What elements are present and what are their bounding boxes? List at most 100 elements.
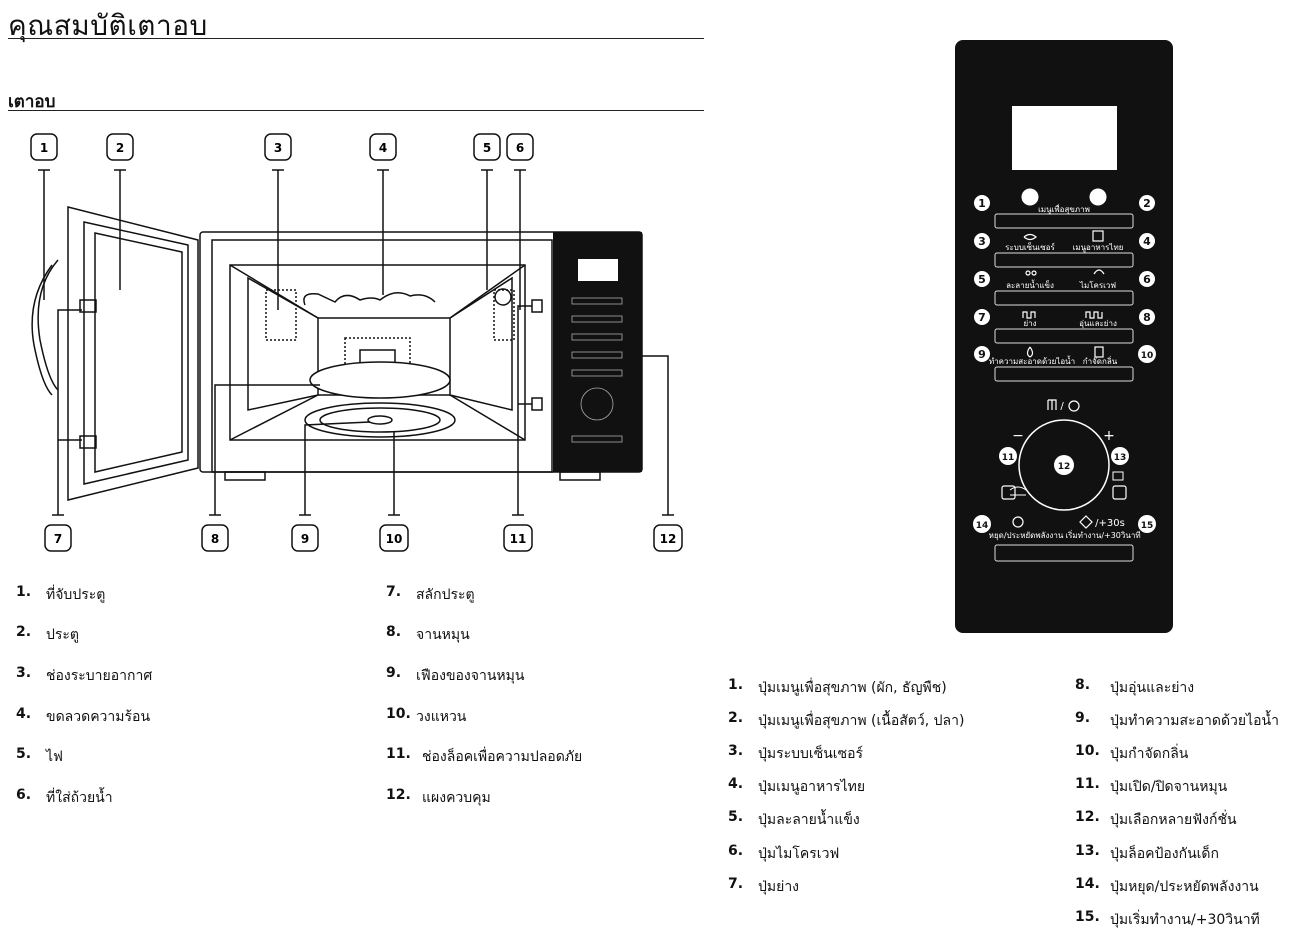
turntable-button[interactable] [1001, 485, 1016, 500]
oven-callout-3: 3 [264, 133, 292, 161]
thai-menu-label: เมนูอาหารไทย [1073, 243, 1124, 253]
svg-text:7: 7 [54, 532, 62, 546]
panel-callout-11: 11 [999, 447, 1017, 465]
svg-text:4: 4 [1143, 235, 1151, 248]
multi-function-dial[interactable] [1018, 419, 1110, 511]
start-icon [1079, 515, 1093, 529]
display-window [1012, 106, 1117, 170]
start-icon-label: /+30s [1095, 518, 1125, 529]
svg-text:7: 7 [978, 311, 986, 324]
sensor-thai-strip [994, 252, 1134, 268]
vegetable-icon [1021, 188, 1039, 206]
lock-icon [1112, 471, 1124, 481]
svg-text:12: 12 [660, 532, 677, 546]
svg-text:9: 9 [978, 348, 986, 361]
fish-icon [1089, 188, 1107, 206]
svg-text:1: 1 [978, 197, 986, 210]
svg-text:6: 6 [516, 141, 524, 155]
svg-text:9: 9 [301, 532, 309, 546]
panel-callout-12: 12 [1054, 455, 1074, 475]
panel-callout-2: 2 [1139, 195, 1155, 211]
microwave-icon [1093, 269, 1105, 275]
svg-text:/: / [1060, 401, 1064, 412]
oven-callout-12: 12 [653, 524, 683, 552]
oven-callout-11: 11 [503, 524, 533, 552]
oven-callout-9: 9 [291, 524, 319, 552]
svg-text:2: 2 [116, 141, 124, 155]
leader-lines [38, 169, 674, 516]
defrost-icon [1025, 270, 1031, 276]
panel-callout-3: 3 [974, 233, 990, 249]
deodorize-label: กำจัดกลิ่น [1083, 355, 1118, 366]
dial-plus: + [1103, 428, 1115, 444]
panel-callout-10: 10 [1138, 345, 1156, 363]
svg-text:10: 10 [1141, 351, 1154, 361]
svg-text:14: 14 [976, 521, 989, 531]
section-title: เตาอบ [8, 92, 56, 112]
grill-combi-strip [994, 328, 1134, 344]
defrost-label: ละลายน้ำแข็ง [1006, 279, 1054, 290]
clock-icon [1068, 400, 1080, 412]
panel-callout-4: 4 [1139, 233, 1155, 249]
oven-control-panel [553, 232, 642, 472]
healthy-menu-strip [994, 213, 1134, 229]
panel-callout-5: 5 [974, 271, 990, 287]
svg-text:4: 4 [379, 141, 387, 155]
svg-text:5: 5 [483, 141, 491, 155]
panel-buttons-list-left: 1.ปุ่มเมนูเพื่อสุขภาพ (ผัก, ธัญพืช) 2.ปุ… [728, 677, 965, 895]
dial-minus: − [1012, 428, 1024, 444]
panel-callout-8: 8 [1139, 309, 1155, 325]
oven-callout-1: 1 [30, 133, 58, 161]
page-title: คุณสมบัติเตาอบ [8, 9, 208, 42]
stop-start-strip [994, 544, 1134, 562]
svg-text:6: 6 [1143, 273, 1151, 286]
oven-callout-7: 7 [44, 524, 72, 552]
sensor-icon [1023, 233, 1037, 241]
oven-parts-list-right: 7.สลักประตู 8.จานหมุน 9.เฟืองของจานหมุน … [386, 584, 583, 806]
svg-text:3: 3 [978, 235, 986, 248]
title-rule [8, 38, 704, 39]
oven-callout-5: 5 [473, 133, 501, 161]
defrost-microwave-strip [994, 290, 1134, 306]
svg-text:8: 8 [1143, 311, 1151, 324]
svg-text:15: 15 [1141, 521, 1154, 531]
stop-icon [1012, 516, 1024, 528]
multi-function-icon [1047, 399, 1057, 410]
oven-callout-2: 2 [106, 133, 134, 161]
panel-callout-7: 7 [974, 309, 990, 325]
thai-menu-icon [1092, 230, 1104, 242]
oven-callout-8: 8 [201, 524, 229, 552]
combi-label: อุ่นและย่าง [1079, 319, 1117, 328]
control-panel-diagram: / − + เมนูเพื่อสุขภาพ ระบบเซ็นเซอร์ เมนู… [955, 40, 1173, 633]
healthy-menu-label: เมนูเพื่อสุขภาพ [1038, 203, 1090, 215]
panel-callout-1: 1 [974, 195, 990, 211]
svg-text:13: 13 [1114, 453, 1127, 463]
svg-text:12: 12 [1058, 462, 1071, 472]
oven-callout-4: 4 [369, 133, 397, 161]
svg-text:8: 8 [211, 532, 219, 546]
child-lock-button[interactable] [1112, 485, 1127, 500]
oven-callout-10: 10 [379, 524, 409, 552]
grill-icon [1022, 311, 1036, 319]
svg-text:3: 3 [274, 141, 282, 155]
turntable-icon [1009, 486, 1027, 496]
sensor-label: ระบบเซ็นเซอร์ [1005, 242, 1055, 252]
svg-text:10: 10 [386, 532, 403, 546]
oven-callout-6: 6 [506, 133, 534, 161]
steam-clean-icon [1026, 346, 1034, 358]
svg-text:11: 11 [1002, 453, 1015, 463]
start-30s-label: เริ่มทำงาน/+30วินาที [1065, 529, 1140, 540]
steam-deodorize-strip [994, 366, 1134, 382]
panel-callout-9: 9 [974, 346, 990, 362]
stop-eco-label: หยุด/ประหยัดพลังงาน [989, 531, 1064, 540]
panel-callout-13: 13 [1111, 447, 1129, 465]
panel-buttons-list-right: 8.ปุ่มอุ่นและย่าง 9.ปุ่มทำความสะอาดด้วยไ… [1075, 677, 1279, 928]
svg-text:1: 1 [40, 141, 48, 155]
panel-callout-6: 6 [1139, 271, 1155, 287]
steam-clean-label: ทำความสะอาดด้วยไอน้ำ [989, 355, 1075, 366]
panel-callout-15: 15 [1138, 515, 1156, 533]
oven-parts-list-left: 1.ที่จับประตู 2.ประตู 3.ช่องระบายอากาศ 4… [16, 584, 153, 806]
section-rule [8, 110, 704, 111]
oven-body [31, 206, 643, 501]
oven-diagram: 1 2 3 4 5 6 7 8 9 10 11 12 [30, 133, 683, 552]
